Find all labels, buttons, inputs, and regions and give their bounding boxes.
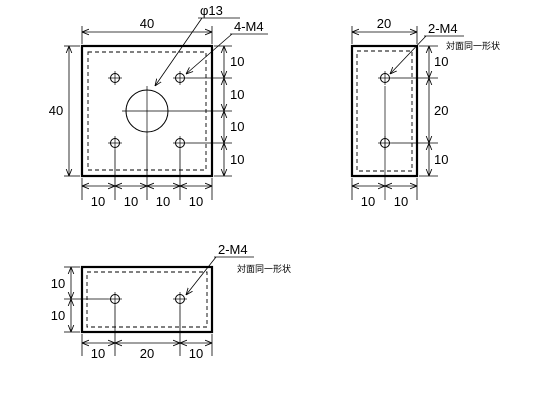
side-bottom-label-2: 10 xyxy=(394,194,408,209)
bottom-bottom-label-3: 10 xyxy=(189,346,203,361)
side-outline xyxy=(350,44,419,178)
front-view: 40 40 φ13 4-M4 10 10 10 10 xyxy=(49,3,268,209)
bottom-outline xyxy=(80,265,214,334)
bottom-bottom-label-2: 20 xyxy=(140,346,154,361)
tap-hole-top-right xyxy=(173,71,187,85)
bottom-note: 対面同一形状 xyxy=(237,263,291,274)
side-bottom-label-1: 10 xyxy=(361,194,375,209)
front-width-label: 40 xyxy=(140,16,154,31)
side-view: 20 2-M4 対面同一形状 10 20 10 10 10 xyxy=(350,16,500,209)
tap-label-side: 2-M4 xyxy=(428,21,458,36)
bottom-view: 2-M4 対面同一形状 10 10 10 20 10 xyxy=(51,242,291,361)
front-bottom-label-3: 10 xyxy=(156,194,170,209)
tap-leader-side xyxy=(390,35,427,74)
hole-dia-label: φ13 xyxy=(200,3,223,18)
front-right-label-1: 10 xyxy=(230,54,244,69)
side-note: 対面同一形状 xyxy=(446,40,500,51)
side-right-label-1: 10 xyxy=(434,54,448,69)
tap-hole-bottom-right xyxy=(173,136,187,150)
front-bottom-label-4: 10 xyxy=(189,194,203,209)
side-right-label-3: 10 xyxy=(434,152,448,167)
front-right-label-3: 10 xyxy=(230,119,244,134)
side-right-label-2: 20 xyxy=(434,103,448,118)
front-bottom-label-2: 10 xyxy=(124,194,138,209)
tap-label-front: 4-M4 xyxy=(234,19,264,34)
front-bottom-label-1: 10 xyxy=(91,194,105,209)
tap-label-bottom: 2-M4 xyxy=(218,242,248,257)
hole-dia-leader xyxy=(155,17,203,86)
front-right-label-2: 10 xyxy=(230,87,244,102)
bottom-left-label-2: 10 xyxy=(51,308,65,323)
tap-leader-front xyxy=(186,33,233,74)
side-tap-hole-top xyxy=(378,71,392,85)
bottom-tap-hole-left xyxy=(108,292,122,306)
side-hidden-edge xyxy=(356,50,413,172)
tap-leader-bottom xyxy=(186,256,217,295)
tap-hole-top-left xyxy=(108,71,122,85)
front-right-label-4: 10 xyxy=(230,152,244,167)
side-width-label: 20 xyxy=(377,16,391,31)
bottom-tap-hole-right xyxy=(173,292,187,306)
tap-hole-bottom-left xyxy=(108,136,122,150)
bottom-hidden-edge xyxy=(86,271,208,328)
bottom-left-label-1: 10 xyxy=(51,276,65,291)
bottom-bottom-label-1: 10 xyxy=(91,346,105,361)
front-height-label: 40 xyxy=(49,103,63,118)
